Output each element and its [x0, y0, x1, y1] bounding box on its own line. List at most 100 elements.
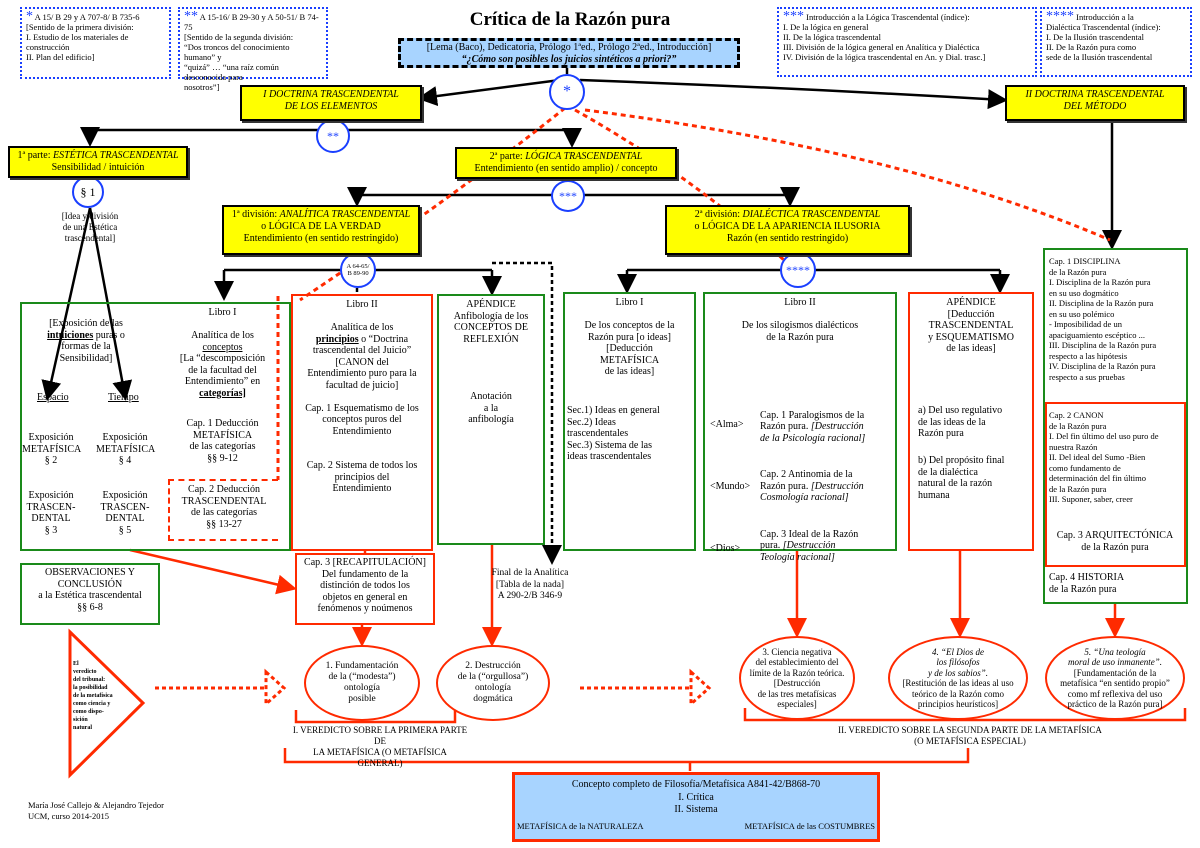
name: LÓGICA TRASCENDENTAL — [525, 151, 643, 162]
label: 1ª parte: — [17, 150, 54, 161]
hollow-arrows — [155, 668, 712, 708]
dialectica-cap-rows: <Alma>Cap. 1 Paralogismos de la Razón pu… — [710, 398, 895, 588]
circle-note-2[interactable]: ** — [316, 119, 350, 153]
text: De los silogismos dialécticos de la Razó… — [741, 320, 859, 343]
ellipse-teologia-moral: 5. “Una teología moral de uso inmanente”… — [1045, 636, 1185, 720]
note-mark: ** — [184, 9, 198, 24]
exposicion-trascendental-espacio: Exposición TRASCEN- DENTAL § 3 — [26, 490, 76, 536]
note-first-division: * A 15/ B 29 y A 707-8/ B 735-6 [Sentido… — [20, 7, 171, 79]
circle-analitica-ref: A 64-65/ B 89-90 — [340, 252, 376, 288]
lema-box: [Lema (Baco), Dedicatoria, Prólogo 1ªed.… — [398, 38, 740, 68]
anfibologia: Anfibología de los CONCEPTOS DE REFLEXIÓ… — [453, 310, 529, 345]
ellipse-ciencia-negativa: 3. Ciencia negativa del establecimiento … — [739, 636, 855, 720]
cap2-sistema-principios: Cap. 2 Sistema de todos los principios d… — [306, 460, 418, 494]
critica: I. Crítica — [678, 791, 714, 803]
dialectica-secciones: Sec.1) Ideas en general Sec.2) Ideas tra… — [567, 405, 660, 462]
arrow-to-recapitulacion — [129, 548, 297, 595]
veredicto-triangle — [68, 628, 146, 779]
subtitle: Entendimiento (en sentido amplio) / conc… — [474, 163, 658, 174]
analitica-libro2: Libro II Analítica de los principios o “… — [291, 294, 433, 551]
name: ANALÍTICA TRASCENDENTAL — [279, 209, 411, 220]
dotted-arrow-final-analitica — [492, 261, 562, 565]
idea-estetica: [Idea y división de una Estética trascen… — [61, 211, 119, 243]
doctrina-metodo: II DOCTRINA TRASCENDENTAL DEL MÉTODO — [1005, 85, 1185, 121]
apendice-a: a) Del uso regulativo de las ideas de la… — [918, 405, 1003, 439]
analitica-apendice: APÉNDICE Anfibología de los CONCEPTOS DE… — [437, 294, 545, 545]
tag: <Dios> — [710, 542, 741, 554]
bracket-veredicto2 — [743, 708, 1187, 722]
cap-row-alma: <Alma>Cap. 1 Paralogismos de la Razón pu… — [710, 410, 895, 458]
cap: Cap. 1 Paralogismos de la Razón pura. — [760, 409, 865, 433]
note-text: I. De la lógica en general II. De la lóg… — [783, 22, 986, 62]
title: APÉNDICE — [946, 297, 996, 308]
dialectica-libro1: Libro I De los conceptos de la Razón pur… — [563, 292, 696, 551]
circle-note-1[interactable]: * — [549, 74, 585, 110]
dialectica-libro2: Libro II De los silogismos dialécticos d… — [703, 292, 897, 551]
conceptos: conceptos — [202, 341, 243, 353]
label: 2ª división: — [694, 209, 743, 220]
cap3-recapitulacion: Cap. 3 [RECAPITULACIÓN] Del fundamento d… — [295, 553, 435, 625]
analitica-libro1: Libro I Analítica de los conceptos [La “… — [165, 307, 280, 399]
circle-note-4[interactable]: **** — [780, 252, 816, 288]
authors: María José Callejo & Alejandro Tejedor U… — [28, 800, 164, 821]
subtitle: o LÓGICA DE LA APARIENCIA ILUSORIA Razón… — [694, 221, 881, 244]
text: De los conceptos de la Razón pura [o ide… — [584, 320, 675, 377]
text: Analítica de los — [330, 322, 394, 333]
note-second-division: ** A 15-16/ B 29-30 y A 50-51/ B 74-75 [… — [178, 7, 328, 92]
metodo-cap4-historia: Cap. 4 HISTORIA de la Razón pura — [1049, 572, 1125, 595]
arrow-to-doctrina2 — [579, 78, 1008, 110]
dashed-link-metodo — [584, 108, 1111, 242]
note-text: Dialéctica Trascendental (índice): I. De… — [1046, 22, 1161, 62]
doctrina-elementos: I DOCTRINA TRASCENDENTAL DE LOS ELEMENTO… — [240, 85, 422, 121]
veredicto-tribunal: El veredicto del tribunal: la posibilida… — [73, 661, 113, 731]
name: DIALÉCTICA TRASCENDENTAL — [742, 209, 881, 220]
parte1-estetica: 1ª parte: ESTÉTICA TRASCENDENTAL Sensibi… — [8, 146, 188, 178]
cap-row-mundo: <Mundo>Cap. 2 Antinomia de la Razón pura… — [710, 469, 895, 517]
division2-dialectica: 2ª división: DIALÉCTICA TRASCENDENTAL o … — [665, 205, 910, 255]
exposicion-metafisica-espacio: Exposición METAFÍSICA § 2 — [22, 432, 82, 466]
label: 1ª división: — [231, 209, 280, 220]
hollow-arrow-head-1 — [264, 668, 287, 708]
text: [Deducción TRASCENDENTAL y ESQUEMATISMO … — [928, 308, 1014, 355]
note-ref: Introducción a la Lógica Trascendental (… — [806, 12, 970, 22]
estetica-intro: [Exposición de las intuiciones puras o f… — [26, 318, 146, 364]
circle-par1: § 1 — [72, 176, 104, 208]
note-ref: A 15/ B 29 y A 707-8/ B 735-6 — [34, 12, 140, 22]
red-arrows — [129, 544, 1187, 771]
title: Libro I — [208, 307, 237, 318]
note-logica-index: *** Introducción a la Lógica Trascendent… — [777, 7, 1037, 77]
title: Concepto completo de Filosofía/Metafísic… — [571, 779, 821, 790]
espacio: Espacio — [37, 392, 69, 403]
title: Libro II — [784, 297, 816, 308]
subtitle: o LÓGICA DE LA VERDAD Entendimiento (en … — [243, 221, 399, 244]
metodo-cap2-canon: Cap. 2 CANON de la Razón pura I. Del fin… — [1049, 410, 1159, 504]
cap-row-dios: <Dios>Cap. 3 Ideal de la Razón pura. [De… — [710, 529, 895, 577]
principios: principios — [315, 333, 359, 345]
connector-bottom — [283, 748, 970, 764]
text: 4. “El Dios de los filósofos y de los sa… — [927, 646, 988, 678]
name: ESTÉTICA TRASCENDENTAL — [53, 150, 179, 161]
bracket-veredicto1 — [294, 710, 457, 724]
final-analitica: Final de la Analítica [Tabla de la nada]… — [491, 568, 569, 601]
lema-text: [Lema (Baco), Dedicatoria, Prólogo 1ªed.… — [426, 42, 712, 53]
tiempo: Tiempo — [108, 392, 139, 403]
text: [La “descomposición de la facultad del E… — [179, 353, 266, 387]
exposicion-metafisica-tiempo: Exposición METAFÍSICA § 4 — [96, 432, 156, 466]
metodo-canon-box — [1045, 402, 1186, 567]
estetica-analitica-box — [20, 302, 291, 551]
metafisica-costumbres: METAFÍSICA de las COSTUMBRES — [744, 820, 875, 831]
metodo-cap3-arquitectonica: Cap. 3 ARQUITECTÓNICA de la Razón pura — [1056, 530, 1174, 553]
analitica-cap2-deduccion-trascendental: Cap. 2 Deducción TRASCENDENTAL de las ca… — [168, 479, 278, 541]
text: [Fundamentación de la metafísica “en sen… — [1060, 667, 1170, 709]
text: puras o formas de la Sensibilidad] — [59, 329, 125, 364]
ellipse-destruccion: 2. Destrucción de la (“orgullosa”) ontol… — [436, 645, 550, 721]
text: [Restitución de las ideas al uso teórico… — [902, 678, 1014, 709]
note-mark: *** — [783, 9, 804, 24]
ellipse-fundamentacion: 1. Fundamentación de la (“modesta”) onto… — [304, 645, 420, 721]
concepto-filosofia-box: Concepto completo de Filosofía/Metafísic… — [512, 772, 880, 842]
veredicto-primera-parte: I. VEREDICTO SOBRE LA PRIMERA PARTE DE L… — [292, 725, 468, 768]
dashed-link-analitica — [299, 106, 566, 302]
cap1-esquematismo: Cap. 1 Esquematismo de los conceptos pur… — [305, 402, 419, 437]
circle-note-3[interactable]: *** — [551, 180, 585, 212]
